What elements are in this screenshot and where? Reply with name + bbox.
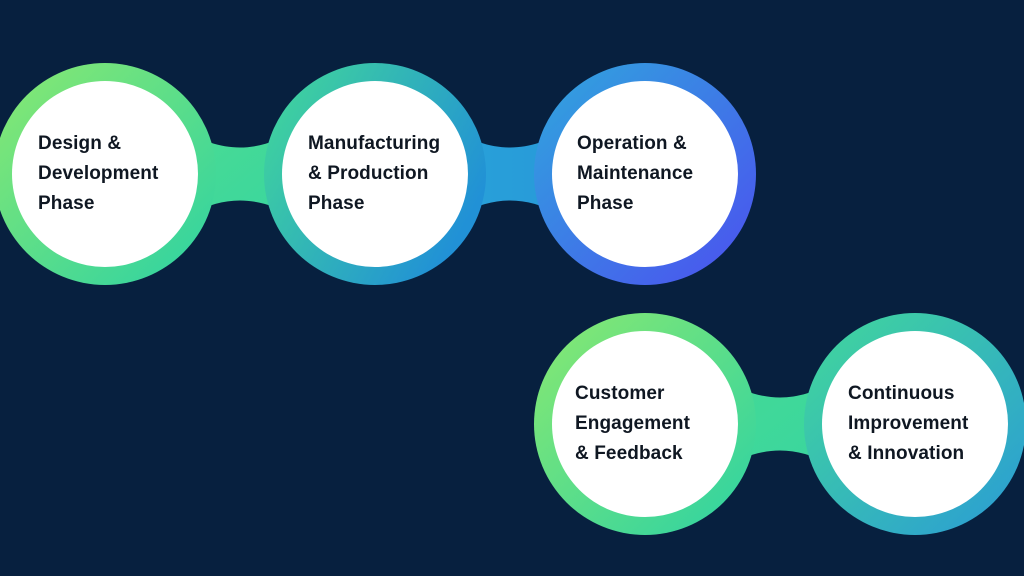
phase-label-manufacturing-production: Manufacturing & Production Phase [308, 133, 441, 214]
phase-label-continuous-improvement: Continuous Improvement & Innovation [848, 383, 969, 464]
phase-label-operation-maintenance: Operation & Maintenance Phase [577, 133, 694, 214]
phase-label-customer-engagement: Customer Engagement & Feedback [575, 383, 691, 464]
phase-disc-manufacturing-production [282, 81, 468, 267]
connector-customer-to-continuous [645, 318, 915, 530]
phase-label-design-development: Design & Development Phase [38, 133, 159, 214]
connector-manufacturing-to-operation [375, 68, 645, 280]
phase-disc-continuous-improvement [822, 331, 1008, 517]
phase-disc-customer-engagement [552, 331, 738, 517]
connector-design-to-manufacturing [105, 68, 375, 280]
phase-disc-design-development [12, 81, 198, 267]
phase-disc-operation-maintenance [552, 81, 738, 267]
